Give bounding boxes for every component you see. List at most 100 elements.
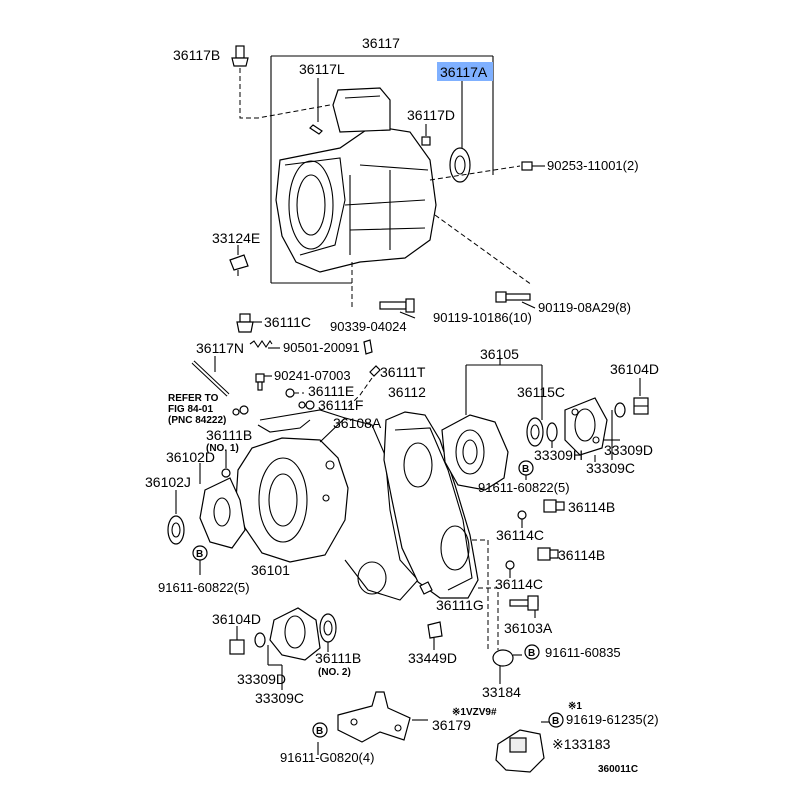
label-36115C[interactable]: 36115C: [517, 384, 565, 400]
label-36103A[interactable]: 36103A: [504, 620, 553, 636]
label-36117A[interactable]: 36117A: [440, 64, 488, 80]
label-91611-60835[interactable]: 91611-60835: [545, 645, 621, 660]
label-33183[interactable]: ※133183: [552, 736, 611, 752]
label-36102J[interactable]: 36102J: [145, 474, 191, 490]
label-91619-61235[interactable]: 91619-61235(2): [566, 712, 659, 727]
part-33124E: [229, 254, 249, 276]
seal-36115C: [526, 417, 544, 447]
b-circle-marker-4: B: [548, 712, 564, 728]
label-36114C-a[interactable]: 36114C: [496, 527, 544, 543]
label-36117L[interactable]: 36117L: [299, 61, 345, 77]
svg-text:B: B: [552, 716, 559, 727]
label-90253-11001[interactable]: 90253-11001(2): [547, 158, 639, 173]
label-36104D-left[interactable]: 36104D: [212, 611, 261, 627]
bolt-36114B-a: [543, 499, 565, 513]
label-36111B-no1[interactable]: 36111B: [206, 427, 252, 443]
refer-note-line1: REFER TO: [168, 393, 219, 404]
label-33309C-left[interactable]: 33309C: [255, 690, 304, 706]
label-36111T[interactable]: 36111T: [380, 364, 426, 380]
part-36117D: [421, 136, 431, 146]
label-36117N[interactable]: 36117N: [196, 340, 244, 356]
label-90119-08A29[interactable]: 90119-08A29(8): [538, 300, 631, 315]
part-33184: [492, 649, 514, 667]
extension-case-drawing: [275, 87, 437, 273]
bracket-36179: [337, 691, 411, 743]
pin-36117L: [309, 124, 323, 135]
label-36114C-b[interactable]: 36114C: [495, 576, 543, 592]
label-90339-04024[interactable]: 90339-04024: [330, 319, 407, 334]
label-33309D-left[interactable]: 33309D: [237, 671, 286, 687]
part-36111G: [419, 581, 433, 595]
label-91611-G0820[interactable]: 91611-G0820(4): [280, 750, 374, 765]
label-33449D[interactable]: 33449D: [408, 650, 457, 666]
bolt-90119-08A29: [495, 291, 531, 303]
label-star1: ※1: [568, 701, 582, 712]
svg-text:B: B: [196, 549, 203, 560]
label-36101[interactable]: 36101: [251, 562, 290, 578]
diagram-code: 360011C: [598, 764, 638, 775]
part-36111B-no1: [221, 468, 231, 478]
washer-36114C-a: [517, 510, 527, 520]
label-33124E[interactable]: 33124E: [212, 230, 260, 246]
label-36111F[interactable]: 36111F: [318, 397, 363, 413]
part-36111T: [369, 365, 381, 377]
label-36117D[interactable]: 36117D: [407, 107, 455, 123]
bolt-36114B-b: [537, 547, 559, 561]
bolt-90119-10186: [379, 298, 415, 313]
highlight-36117A: [437, 62, 493, 81]
rear-cover-36105: [441, 414, 509, 491]
b-circle-marker-3: B: [524, 644, 540, 660]
part-33309D-right: [614, 402, 626, 418]
label-91611-60822-right[interactable]: 91611-60822(5): [478, 480, 570, 495]
label-36111E[interactable]: 36111E: [308, 383, 354, 399]
label-36105[interactable]: 36105: [480, 346, 519, 362]
label-36179[interactable]: 36179: [432, 717, 471, 733]
label-36111C[interactable]: 36111C: [264, 314, 311, 330]
label-no1: (NO. 1): [206, 443, 239, 454]
label-91611-60822-left[interactable]: 91611-60822(5): [158, 580, 250, 595]
flange-left: [269, 607, 321, 661]
label-33184[interactable]: 33184: [482, 684, 521, 700]
seal-left: [319, 613, 337, 643]
svg-text:B: B: [522, 464, 529, 475]
seal-36117A: [449, 147, 471, 183]
svg-text:B: B: [528, 648, 535, 659]
label-36111B-no2[interactable]: 36111B: [315, 650, 361, 666]
label-1vzv9: ※1VZV9#: [452, 707, 497, 718]
refer-note-line2: FIG 84-01: [168, 404, 213, 415]
label-36112[interactable]: 36112: [388, 384, 426, 400]
label-90501-20091[interactable]: 90501-20091: [283, 340, 360, 355]
label-36108A[interactable]: 36108A: [333, 415, 382, 431]
label-90241-07003[interactable]: 90241-07003: [274, 368, 351, 383]
plug-36111C: [236, 313, 254, 333]
part-90241: [255, 373, 265, 391]
label-36117[interactable]: 36117: [362, 35, 400, 51]
part-84222: [232, 405, 249, 416]
spring-90501: [249, 340, 273, 348]
part-33449D: [427, 621, 443, 639]
label-33309D-right[interactable]: 33309D: [604, 442, 653, 458]
label-36104D-right[interactable]: 36104D: [610, 361, 659, 377]
part-36111F: [298, 400, 315, 410]
refer-note-line3: (PNC 84222): [168, 415, 226, 426]
label-36114B-b[interactable]: 36114B: [558, 547, 605, 563]
b-circle-marker-1: B: [518, 460, 534, 476]
part-36111E: [285, 388, 304, 398]
label-33309C-right[interactable]: 33309C: [586, 460, 635, 476]
nut-36104D-right: [633, 397, 649, 415]
bolt-90253: [521, 161, 533, 171]
label-90119-10186[interactable]: 90119-10186(10): [433, 310, 532, 325]
bolt-36103A: [509, 595, 539, 611]
mount-33183: [495, 729, 545, 773]
label-36102D[interactable]: 36102D: [166, 449, 215, 465]
label-36111G[interactable]: 36111G: [436, 597, 484, 613]
label-33309H[interactable]: 33309H: [534, 447, 583, 463]
label-36117B[interactable]: 36117B: [173, 47, 220, 63]
label-no2: (NO. 2): [318, 667, 351, 678]
part-90339: [363, 339, 373, 355]
washer-36114C-b: [505, 560, 515, 570]
breather-36117B: [231, 45, 249, 67]
part-33309D-left: [254, 632, 266, 648]
label-36114B-a[interactable]: 36114B: [568, 499, 615, 515]
